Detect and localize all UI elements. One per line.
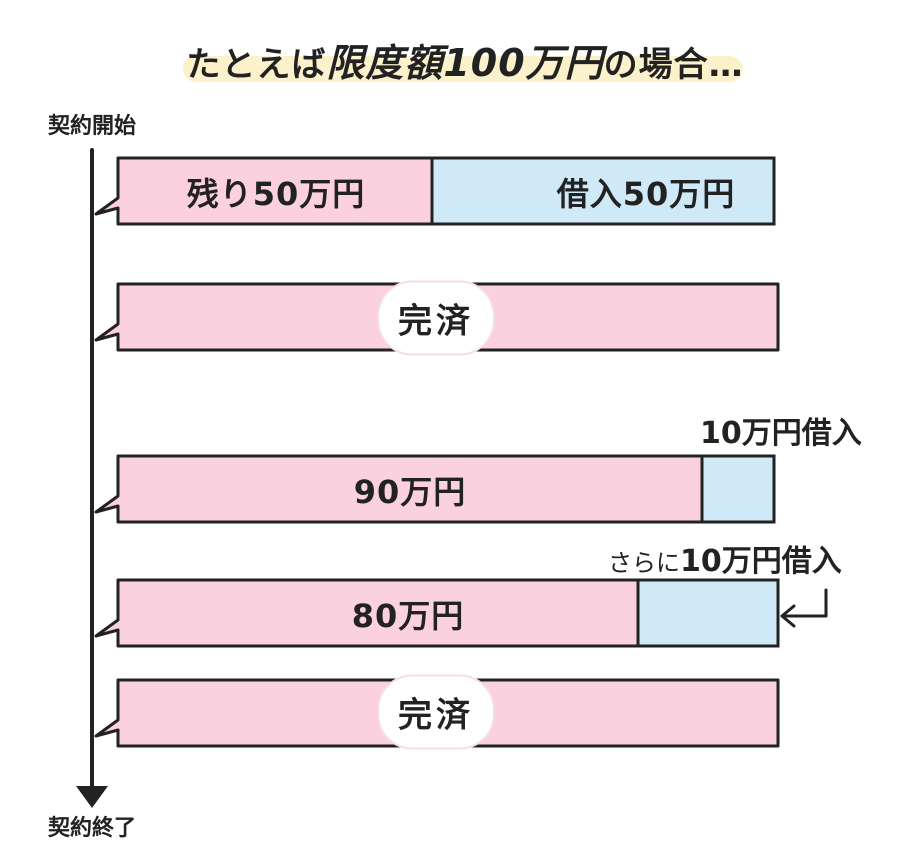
title-prefix: たとえば bbox=[186, 45, 327, 85]
row-5-paid-off-label: 完済 bbox=[384, 681, 488, 743]
row-1 bbox=[94, 156, 776, 226]
row-4 bbox=[94, 578, 828, 648]
title-block: たとえば限度額100万円の場合… bbox=[175, 28, 755, 87]
row-4-note-arrow bbox=[780, 588, 828, 628]
row-3-note: 10万円借入 bbox=[700, 416, 862, 451]
diagram-title: たとえば限度額100万円の場合… bbox=[175, 32, 755, 87]
title-suffix: の場合… bbox=[603, 45, 744, 85]
row-4-note: さらに10万円借入 bbox=[608, 536, 842, 580]
row-1-remaining-label: 残り50万円 bbox=[186, 175, 366, 213]
row-2-paid-off-label: 完済 bbox=[384, 287, 488, 349]
timeline-arrowhead bbox=[76, 786, 108, 808]
title-highlight bbox=[183, 56, 743, 82]
row-4-borrowed-bar bbox=[636, 578, 780, 648]
row-3-remaining-label: 90万円 bbox=[353, 473, 467, 511]
row-3 bbox=[94, 454, 776, 524]
row-4-note-main: 10万円借入 bbox=[680, 544, 842, 579]
row-4-remaining-label: 80万円 bbox=[351, 597, 465, 635]
row-4-note-prefix: さらに bbox=[608, 549, 680, 577]
axis-start-label: 契約開始 bbox=[48, 114, 137, 139]
row-1-borrowed-bar bbox=[430, 156, 776, 226]
title-emphasis: 限度額100万円 bbox=[326, 41, 604, 85]
axis-end-label: 契約終了 bbox=[48, 816, 137, 841]
row-3-borrowed-bar bbox=[700, 454, 776, 524]
row-1-borrowed-label: 借入50万円 bbox=[556, 175, 736, 213]
